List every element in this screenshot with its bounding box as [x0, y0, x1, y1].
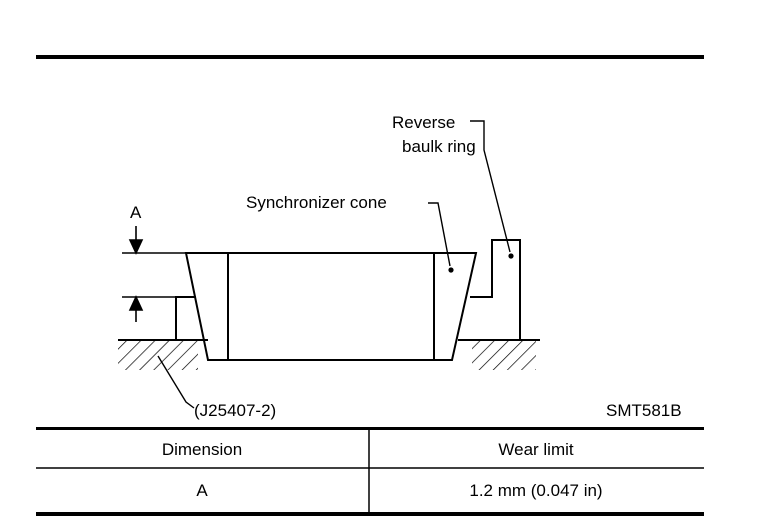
table-header-wear-limit: Wear limit: [498, 440, 574, 459]
dimension-a-marker: [122, 226, 186, 322]
table-cell-wear-limit: 1.2 mm (0.047 in): [469, 481, 602, 500]
reverse-baulk-ring-leader: [470, 120, 511, 253]
top-rule: [36, 55, 704, 59]
table-cell-dimension: A: [196, 481, 208, 500]
table-header-dimension: Dimension: [162, 440, 242, 459]
tool-leader: [157, 355, 195, 409]
tool-label: (J25407-2): [194, 401, 276, 420]
tool-step: [175, 296, 196, 340]
table-top-rule: [36, 427, 704, 430]
table-bottom-rule: [36, 512, 704, 516]
dimension-a-label: A: [130, 203, 142, 222]
tool-base: [118, 339, 540, 370]
reverse-baulk-ring-label-line1: Reverse: [392, 113, 455, 132]
synchronizer-cone-label: Synchronizer cone: [246, 193, 387, 212]
spec-table: Dimension Wear limit A 1.2 mm (0.047 in): [36, 427, 704, 516]
figure-code: SMT581B: [606, 401, 682, 420]
reverse-baulk-ring-shape: [470, 239, 521, 340]
synchronizer-cone-shape: [184, 252, 478, 361]
reverse-baulk-ring-label-line2: baulk ring: [402, 137, 476, 156]
synchronizer-cone-leader: [428, 202, 451, 267]
